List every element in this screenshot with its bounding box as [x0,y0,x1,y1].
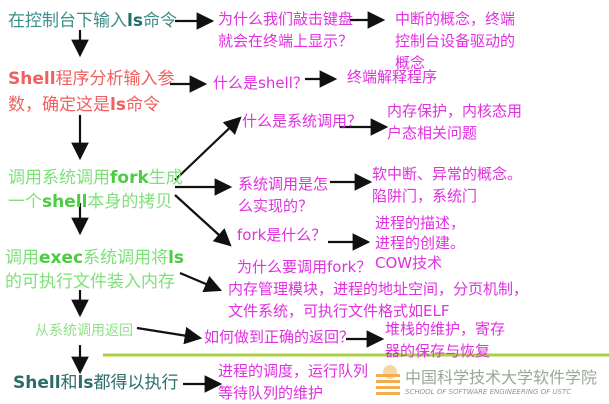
step-exec: 调用exec系统调用将ls 的可执行文件装入内存 [5,248,185,292]
logo-text-cn: 中国科学技术大学软件学院 [405,368,598,387]
answer-process: 进程的描述，进程的创建。COW技术 [375,214,466,272]
step-return: 从系统调用返回 [35,323,133,339]
answer-scheduling: 进程的调度，运行队列等待队列的维护 [218,362,369,402]
arrow [174,194,232,247]
answer-memory-mgmt: 内存管理模块，进程的地址空间，分页机制，文件系统，可执行文件格式如ELF [228,280,529,320]
answer-stack: 堆栈的维护，寄存器的保存与恢复 [385,320,506,360]
question-return: 如何做到正确的返回？ [204,328,355,346]
step-input-ls: 在控制台下输入ls命令 [8,11,177,31]
arrow [136,326,203,345]
answer-interrupt: 中断的概念，终端控制台设备驱动的概念 [395,10,516,72]
step-fork: 调用系统调用fork生成 一个shell本身的拷贝 [8,168,183,212]
step-shell-parse: Shell程序分析输入参 数，确定这是ls命令 [8,69,175,115]
question-fork: fork是什么？ [237,226,327,244]
logo-text-en: SCHOOL OF SOFTWARE ENGINEERING OF USTC [405,388,572,396]
step-execute: Shell和ls都得以执行 [13,373,179,393]
question-syscall: 什么是系统调用？ [242,112,363,130]
question-shell: 什么是shell？ [213,74,308,92]
answer-terminal: 终端解释程序 [347,68,438,86]
answer-soft-interrupt: 软中断、异常的概念。陷阱门，系统门 [372,165,523,205]
ustc-logo-icon [376,365,400,395]
question-keyboard: 为什么我们敲击键盘就会在终端上显示？ [218,10,354,50]
arrow [179,271,223,293]
question-why-fork: 为什么要调用fork？ [237,258,372,276]
answer-memory-protection: 内存保护，内核态用户态相关问题 [387,102,523,142]
question-syscall-impl: 系统调用是怎么实现的？ [238,175,329,215]
arrow [174,116,242,181]
